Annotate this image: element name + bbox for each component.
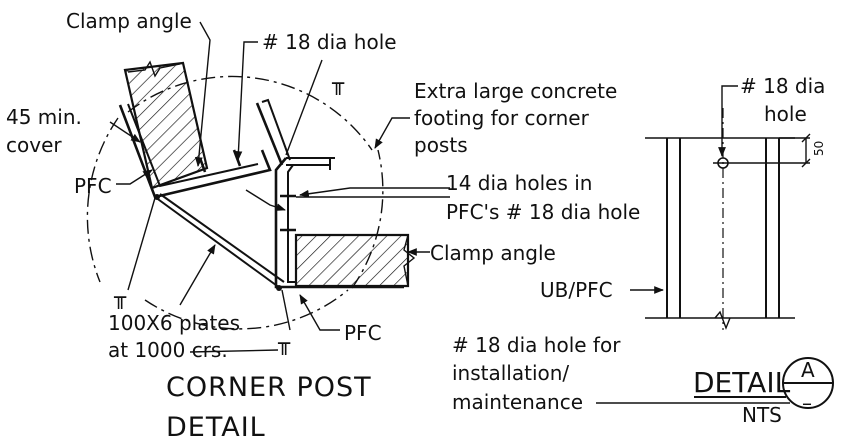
label-extra-footing-2: footing for corner [414, 106, 590, 130]
label-detail-word: DETAIL [693, 366, 791, 399]
corner-post-plan [86, 21, 450, 353]
leader-hole-right [718, 85, 738, 157]
pfc-upper-flange [255, 102, 284, 166]
leader-extra-footing [374, 117, 410, 149]
break-mark-right [403, 234, 416, 287]
label-hole-top: # 18 dia hole [262, 30, 397, 54]
label-extra-footing-1: Extra large concrete [414, 79, 617, 103]
label-section-bottom: ╥ [277, 331, 291, 355]
pfc-top-flange [286, 157, 335, 166]
leader-cover [109, 121, 141, 143]
label-ub-pfc: UB/PFC [540, 278, 613, 302]
detail-marker [694, 357, 834, 409]
pfc-upper-flange-b [261, 98, 291, 161]
leader-holes-14b [245, 189, 286, 211]
label-clamp-angle-top: Clamp angle [66, 9, 192, 33]
label-install-1: # 18 dia hole for [452, 333, 621, 357]
break-mark-elev [714, 310, 731, 330]
leader-section-top [285, 59, 323, 156]
label-cover-1: 45 min. [6, 105, 82, 129]
pfc-vertical-inner [287, 164, 296, 283]
label-hole-right-2: hole [764, 102, 807, 126]
pfc-upper-inner [127, 103, 259, 188]
title-line-2: DETAIL [166, 412, 266, 443]
pfc-upper [118, 104, 272, 199]
leader-section-bottom [281, 289, 291, 331]
label-detail-letter: A [801, 358, 815, 382]
leader-hole-top [234, 41, 258, 161]
clamp-angle-right [294, 233, 410, 288]
break-mark-upper [127, 60, 181, 78]
label-holes-in-pfc-2: PFC's # 18 dia hole [446, 200, 640, 224]
title-line-1: CORNER POST [166, 372, 372, 403]
pfc-vertical [274, 157, 404, 289]
label-cover-2: cover [6, 133, 62, 157]
leader-clamp-top [194, 21, 211, 167]
label-install-3: maintenance [452, 390, 583, 414]
label-nts: NTS [742, 403, 782, 427]
label-section-left: ╥ [113, 285, 127, 309]
label-plates-2: at 1000 crs. [108, 338, 228, 362]
leader-pfc-bottom [299, 294, 340, 331]
label-install-2: installation/ [452, 361, 569, 385]
strike-plates [189, 349, 279, 353]
label-extra-footing-3: posts [414, 133, 468, 157]
label-plates-1: 100X6 plates [108, 311, 240, 335]
label-hole-right-1: # 18 dia [740, 74, 825, 98]
footing-outline-bottom [144, 289, 349, 330]
footing-outline-left [86, 117, 119, 283]
label-dim-50: 50 [812, 141, 826, 156]
label-pfc-bottom: PFC [344, 321, 382, 345]
corner-point-b [276, 285, 282, 291]
leader-holes-14 [299, 187, 450, 198]
plate-diagonal [154, 196, 281, 289]
label-holes-in-pfc-1: 14 dia holes in [446, 171, 592, 195]
post-elevation [630, 85, 811, 330]
clamp-angle-upper [123, 61, 209, 190]
label-detail-sheet: – [802, 391, 812, 415]
label-section-top: ╥ [331, 71, 345, 95]
plate-diagonal-b [159, 193, 285, 283]
footing-outline-right [351, 149, 384, 289]
leader-plates [179, 244, 216, 306]
label-pfc-left: PFC [74, 174, 112, 198]
label-clamp-angle-right: Clamp angle [430, 241, 556, 265]
leader-section-left [127, 197, 156, 291]
leader-pfc-left [116, 169, 153, 185]
bolt-vertical [280, 194, 296, 232]
